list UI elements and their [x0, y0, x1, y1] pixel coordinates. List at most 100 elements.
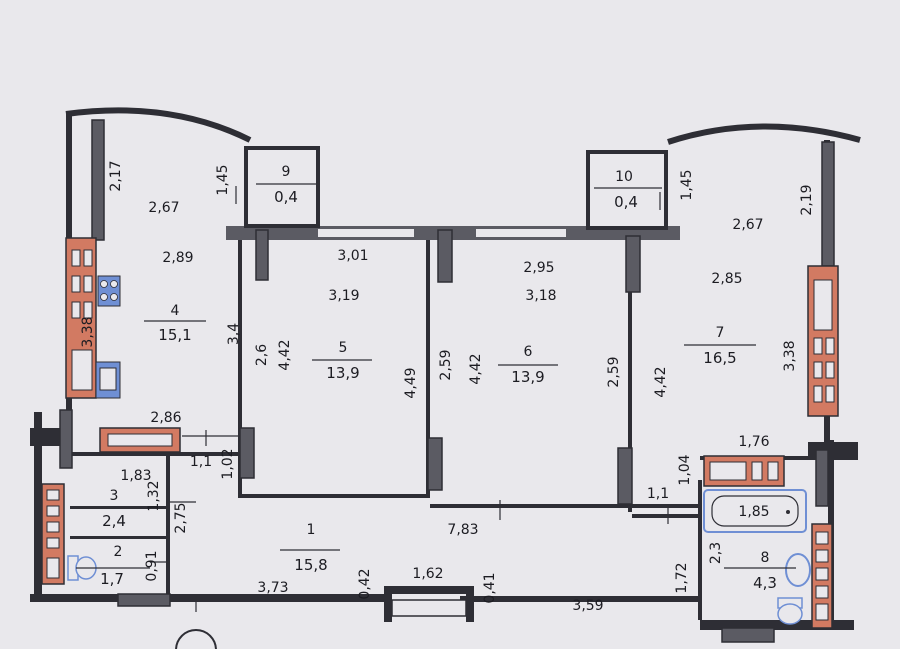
wall-doorbox-top [384, 586, 474, 594]
dimension-label: 1,45 [215, 164, 231, 195]
dimension-label: 2,6 [254, 344, 270, 366]
wall-balcony-9 [244, 146, 320, 228]
dimension-label: 0,91 [144, 550, 160, 581]
washbasin-icon [785, 553, 811, 587]
dimension-label: 2,59 [606, 356, 622, 387]
hall-cabinet-left [99, 427, 181, 453]
column-bottom-right [721, 627, 775, 643]
dimension-label: 2,67 [732, 217, 763, 233]
dimension-label: 3,38 [782, 340, 798, 371]
room-8-number: 8 [761, 550, 770, 566]
wall-bath-left [698, 480, 702, 620]
dimension-lines [76, 183, 796, 612]
dimension-label: 0,41 [482, 572, 498, 603]
room-9-area: 0,4 [274, 188, 298, 206]
wall-window-gap-right [476, 229, 566, 237]
dimension-label: 0,42 [357, 568, 373, 599]
dimension-labels: 2,17 2,67 2,89 3,38 3,4 2,86 1,45 3,01 3… [80, 160, 815, 614]
column-bottom-left [117, 593, 171, 607]
toilet-icon [777, 597, 803, 625]
room-labels: 1 15,8 2 1,7 3 2,4 4 15,1 5 13,9 6 13,9 … [100, 164, 777, 592]
dimension-label: 7,83 [447, 522, 478, 538]
room-10-area: 0,4 [614, 193, 638, 211]
wall-closet-low [70, 536, 170, 539]
wall-bottom-left [30, 594, 390, 602]
wall-bottom-mid [460, 596, 700, 602]
wall-rooms-5-6-bottom [238, 494, 430, 498]
column-right-mid [815, 449, 829, 507]
dimension-label: 3,01 [337, 248, 368, 264]
dimension-label: 2,75 [173, 502, 189, 533]
dimension-label: 3,59 [572, 598, 603, 614]
bay-wall-left [65, 107, 252, 143]
room-10-number: 10 [615, 169, 633, 185]
room-2-number: 2 [114, 544, 123, 560]
stove-icon [97, 275, 121, 307]
dimension-label: 2,59 [438, 349, 454, 380]
bay-wall-right [667, 123, 861, 145]
dimension-label: 1,02 [220, 448, 236, 479]
wall-partition-5-6 [426, 236, 430, 498]
dimension-label: 2,95 [523, 260, 554, 276]
dimension-label: 3,4 [226, 323, 242, 345]
dimension-label: 1,62 [412, 566, 443, 582]
dimension-label: 1,76 [738, 434, 769, 450]
wall-bottom-right [700, 620, 854, 630]
dimension-label: 2,86 [150, 410, 181, 426]
dimension-label: 4,42 [277, 339, 293, 370]
room-3-number: 3 [110, 488, 119, 504]
closet-shelving-left [41, 483, 65, 585]
dimension-label: 3,73 [257, 580, 288, 596]
room-4-area: 15,1 [158, 326, 191, 344]
dimension-label: 3,19 [328, 288, 359, 304]
dimension-label: 1,04 [677, 454, 693, 485]
wall-doorbox-left [384, 588, 392, 622]
room-3-area: 2,4 [102, 512, 126, 530]
column-room7-bottom [617, 447, 633, 505]
room-5-number: 5 [339, 340, 348, 356]
column-room7-top [625, 235, 641, 293]
axis-marker [175, 629, 217, 649]
dimension-label: 4,42 [468, 353, 484, 384]
column-right-top [821, 141, 835, 267]
dimension-label: 2,19 [799, 184, 815, 215]
column-room5-bottom [239, 427, 255, 479]
dimension-label: 3,38 [80, 316, 96, 347]
room-7-area: 16,5 [703, 349, 736, 367]
dimension-label: 1,72 [674, 562, 690, 593]
column-left-mid [59, 409, 73, 469]
dimension-label: 2,17 [108, 160, 124, 191]
kitchen-unit-right [807, 265, 839, 417]
dimension-label: 1,1 [647, 486, 669, 502]
dimension-label: 2,85 [711, 271, 742, 287]
room-5-area: 13,9 [326, 364, 359, 382]
dimension-label: 1,1 [190, 454, 212, 470]
wall-window-gap-left [318, 229, 414, 237]
bathtub-icon [703, 489, 807, 533]
wall-left-outer [34, 412, 42, 602]
dimension-label: 1,32 [146, 480, 162, 511]
dimension-label: 2,3 [708, 542, 724, 564]
dimension-label: 3,18 [525, 288, 556, 304]
room-6-area: 13,9 [511, 368, 544, 386]
column-left-top [91, 119, 105, 241]
columns [59, 119, 835, 643]
room-1-area: 15,8 [294, 556, 327, 574]
room-7-number: 7 [716, 325, 725, 341]
wall-corridor-top [430, 504, 700, 508]
wall-room-6-right [628, 240, 632, 512]
wall-closet-right [166, 456, 170, 596]
wall-doorbox-right [466, 588, 474, 622]
room-2-area: 1,7 [100, 570, 124, 588]
dimension-label: 4,42 [653, 366, 669, 397]
room-6-number: 6 [524, 344, 533, 360]
dimension-label: 4,49 [403, 367, 419, 398]
room-4-number: 4 [171, 303, 180, 319]
wall-balcony-10 [586, 150, 668, 230]
column-room6-top [437, 229, 453, 283]
column-room5-top [255, 229, 269, 281]
dimension-label: 2,67 [148, 200, 179, 216]
dimension-label: 1,83 [120, 468, 151, 484]
dimension-label: 1,45 [679, 169, 695, 200]
